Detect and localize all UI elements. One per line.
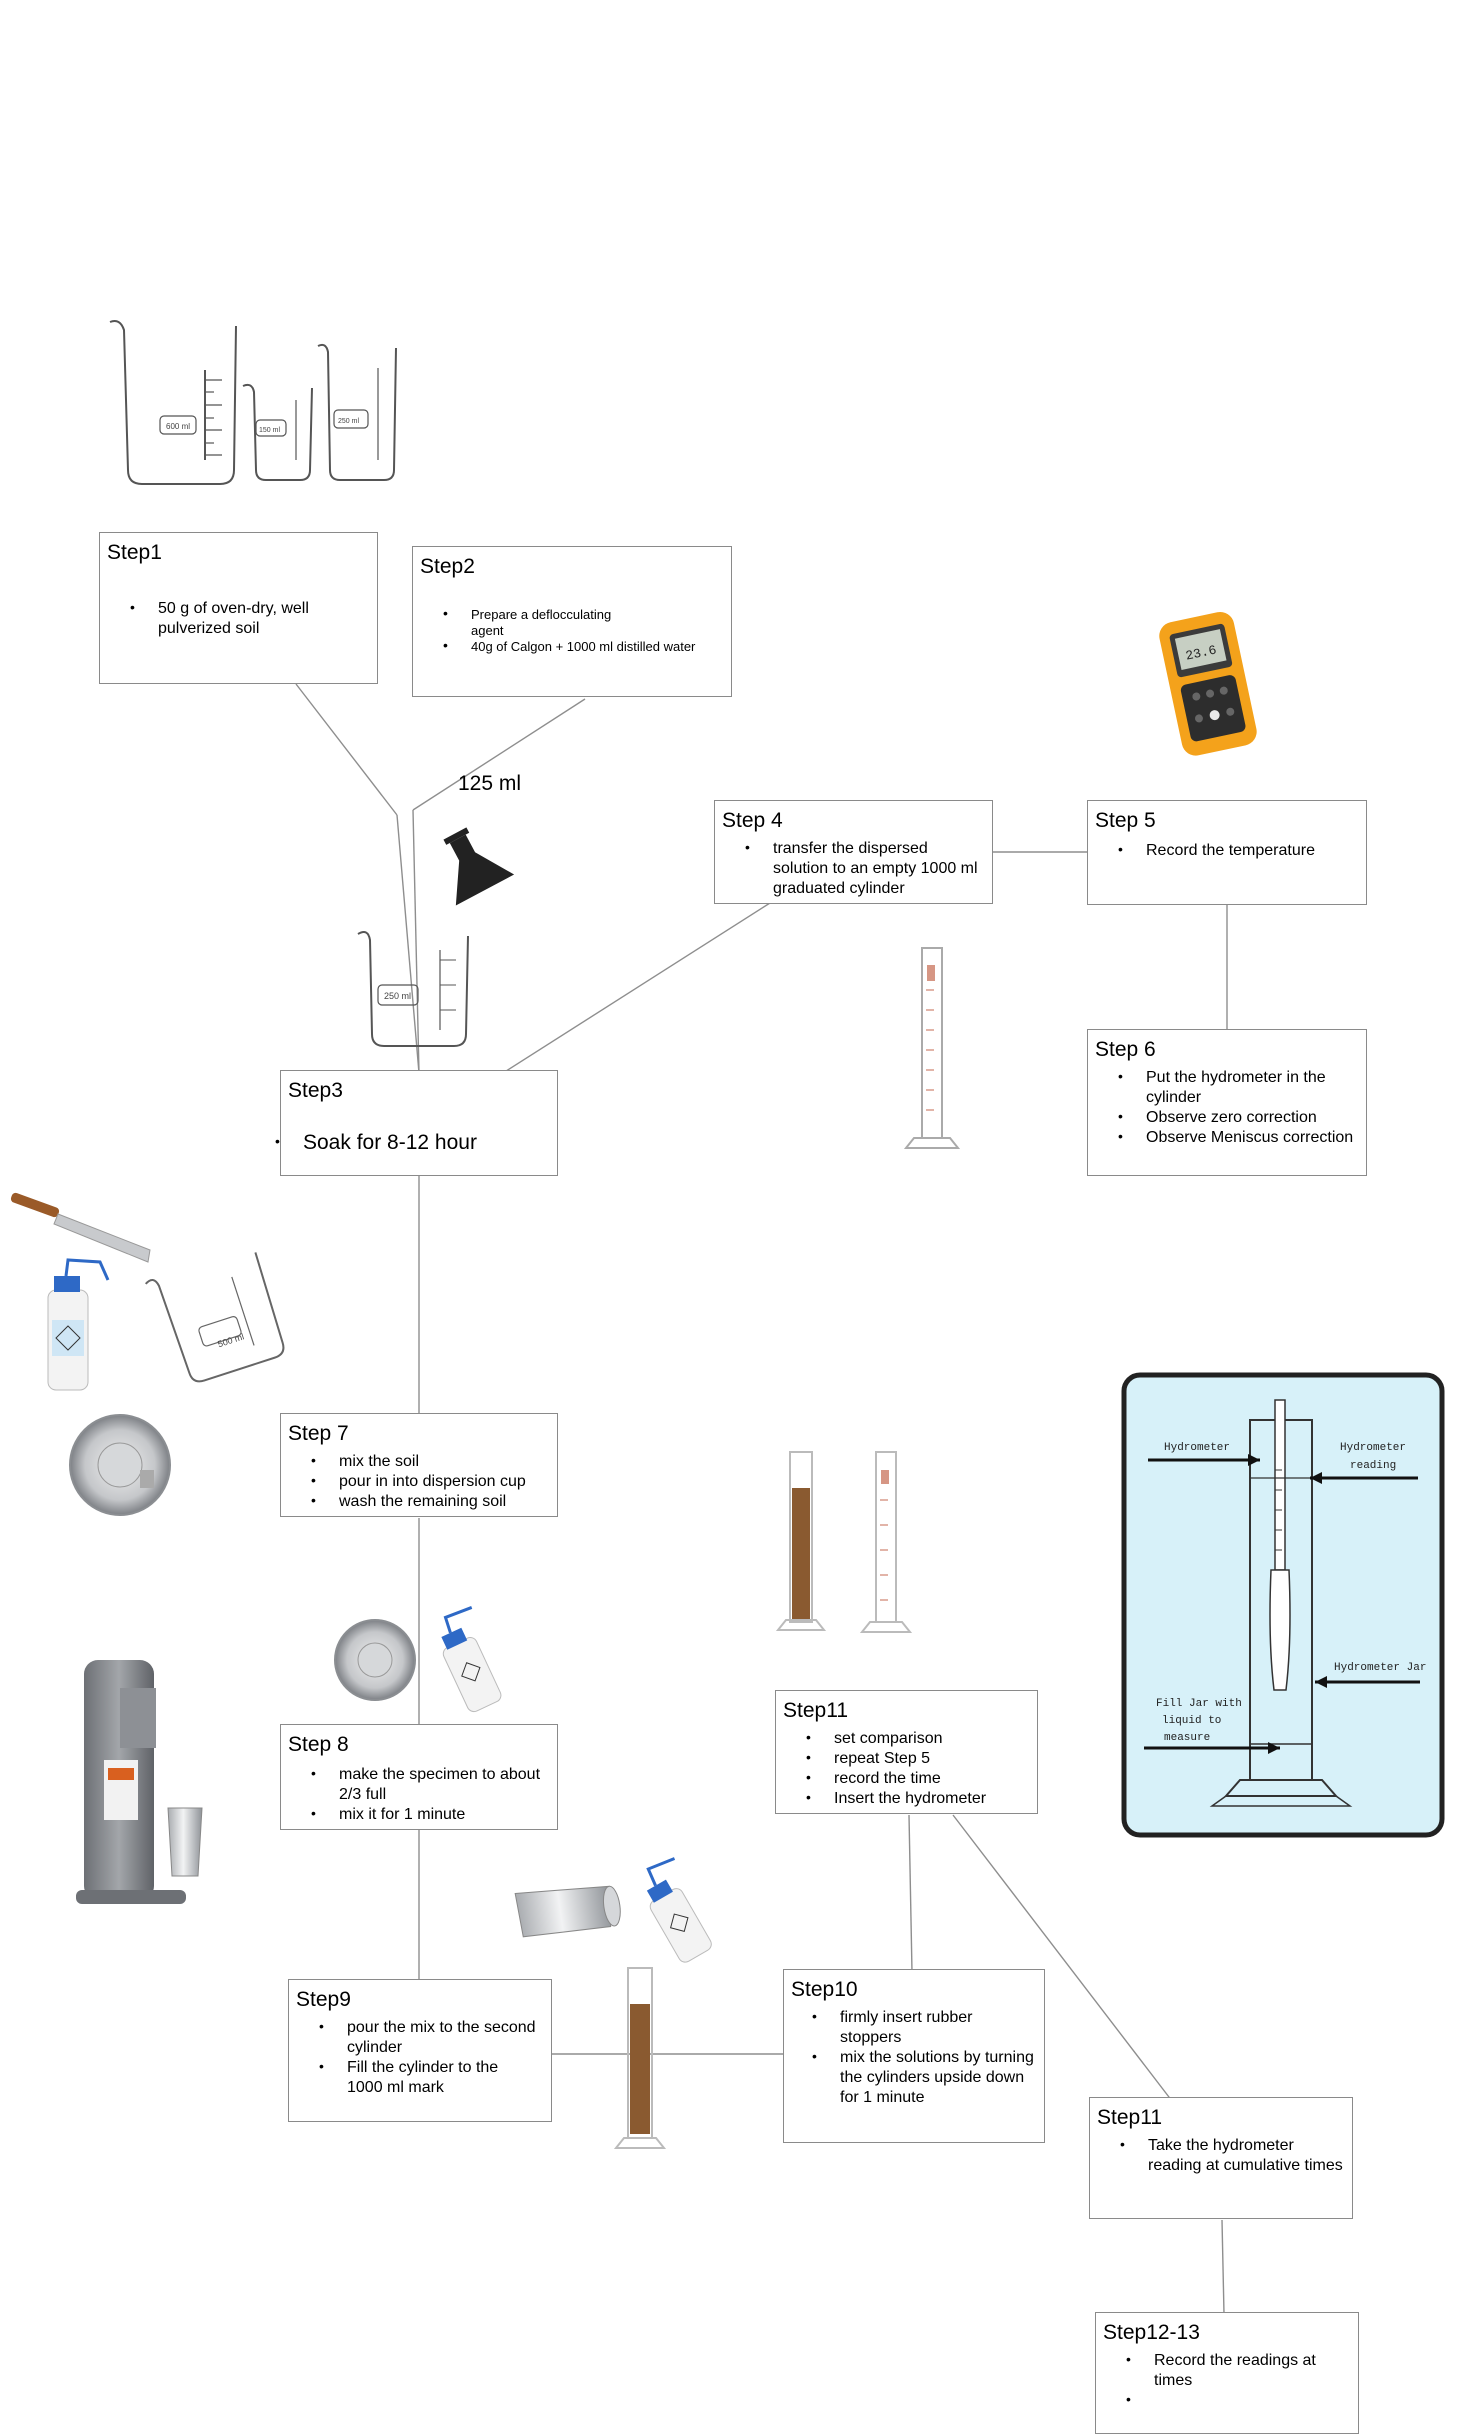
step9-item-2: Fill the cylinder to the 1000 ml mark <box>319 2056 537 2098</box>
svg-text:Hydrometer Jar: Hydrometer Jar <box>1334 1662 1426 1674</box>
step6-box: Step 6 Put the hydrometer in the cylinde… <box>1087 1029 1367 1176</box>
tilted-beaker-icon <box>144 1252 285 1383</box>
step8-item-2: mix it for 1 minute <box>311 1803 549 1825</box>
step5-title: Step 5 <box>1095 809 1156 832</box>
wash-bottle-small-icon <box>441 1606 502 1713</box>
dispersion-cup-icon <box>69 1414 171 1516</box>
step10-box: Step10 firmly insert rubber stoppers mix… <box>783 1969 1045 2143</box>
beaker-250-label: 250 ml <box>338 418 359 425</box>
step3-item-1: Soak for 8-12 hour <box>275 1129 553 1155</box>
step6-item-2: Observe zero correction <box>1118 1106 1356 1128</box>
step7-item-2: pour in into dispersion cup <box>311 1470 549 1492</box>
beaker-500-label: 500 ml <box>216 1331 245 1349</box>
step4-item-1: transfer the dispersed solution to an em… <box>745 837 983 899</box>
step5-box: Step 5 Record the temperature <box>1087 800 1367 905</box>
step8-box: Step 8 make the specimen to about 2/3 fu… <box>280 1724 558 1830</box>
step7-box: Step 7 mix the soil pour in into dispers… <box>280 1413 558 1517</box>
wash-bottle-step10-icon <box>646 1857 712 1963</box>
hydrometer-diagram: Hydrometer Hydrometer reading Hydrometer… <box>1121 1372 1445 1838</box>
step4-box: Step 4 transfer the dispersed solution t… <box>714 800 993 904</box>
step2-title: Step2 <box>420 555 475 578</box>
step2-item-2: 40g of Calgon + 1000 ml distilled water <box>443 637 726 655</box>
step7-item-3: wash the remaining soil <box>311 1490 549 1512</box>
step1-title: Step1 <box>107 541 162 564</box>
step6-title: Step 6 <box>1095 1038 1156 1061</box>
step12-13-item-1: Record the readings at times <box>1126 2349 1350 2391</box>
svg-text:measure: measure <box>1164 1732 1210 1744</box>
digital-thermometer-icon: 23.6 <box>1159 611 1257 756</box>
spatula-icon <box>10 1192 151 1263</box>
graduated-cylinder-icon <box>903 947 961 1149</box>
step2-item-1: Prepare a deflocculating agent <box>443 605 641 639</box>
step3-box: Step3 Soak for 8-12 hour <box>275 1070 558 1176</box>
step10-item-2: mix the solutions by turning the cylinde… <box>812 2046 1036 2108</box>
mixer-icon <box>76 1660 203 1904</box>
wash-bottle-icon <box>47 1258 110 1391</box>
beaker-group <box>109 320 397 485</box>
svg-text:23.6: 23.6 <box>1184 642 1218 663</box>
step9-item-1: pour the mix to the second cylinder <box>319 2016 537 2058</box>
svg-text:Fill Jar with: Fill Jar with <box>1156 1698 1242 1710</box>
step11a-box: Step11 set comparison repeat Step 5 reco… <box>775 1690 1038 1814</box>
step8-title: Step 8 <box>288 1733 349 1756</box>
step12-13-title: Step12-13 <box>1103 2321 1200 2344</box>
beaker-250b-label: 250 ml <box>384 991 411 1001</box>
step11a-item-1: set comparison <box>806 1727 1030 1749</box>
step6-item-3: Observe Meniscus correction <box>1118 1126 1356 1148</box>
beaker-150-label: 150 ml <box>259 427 280 434</box>
svg-text:Hydrometer: Hydrometer <box>1340 1442 1406 1454</box>
connector-lines <box>295 683 1228 2315</box>
step10-item-1: firmly insert rubber stoppers <box>812 2006 1036 2048</box>
step1-box: Step1 50 g of oven-dry, well pulverized … <box>99 532 378 684</box>
step11b-title: Step11 <box>1097 2106 1162 2129</box>
step11a-item-3: record the time <box>806 1767 1030 1789</box>
steel-cup-icon <box>514 1885 621 1938</box>
step5-item-1: Record the temperature <box>1118 839 1356 861</box>
step7-title: Step 7 <box>288 1422 349 1445</box>
soil-cylinder-step9-icon <box>613 1967 667 2149</box>
beaker-600-label: 600 ml <box>166 422 190 431</box>
step3-title: Step3 <box>288 1079 343 1102</box>
dispersion-cup-small-icon <box>334 1619 416 1701</box>
svg-text:reading: reading <box>1350 1460 1396 1472</box>
step11b-box: Step11 Take the hydrometer reading at cu… <box>1089 2097 1353 2219</box>
step10-title: Step10 <box>791 1978 858 2001</box>
svg-text:Hydrometer: Hydrometer <box>1164 1442 1230 1454</box>
step8-item-1: make the specimen to about 2/3 full <box>311 1763 549 1805</box>
soil-cylinder-icon <box>775 1451 827 1631</box>
beaker-250-icon <box>357 931 469 1047</box>
pouring-flask-icon <box>443 827 515 906</box>
volume-125-label: 125 ml <box>458 772 521 795</box>
step12-13-box: Step12-13 Record the readings at times <box>1095 2312 1359 2434</box>
step2-box: Step2 Prepare a deflocculating agent 40g… <box>412 546 732 697</box>
step9-title: Step9 <box>296 1988 351 2011</box>
svg-text:liquid to: liquid to <box>1162 1715 1221 1727</box>
step11b-item-1: Take the hydrometer reading at cumulativ… <box>1120 2134 1344 2176</box>
step7-item-1: mix the soil <box>311 1450 549 1472</box>
step11a-item-2: repeat Step 5 <box>806 1747 1030 1769</box>
step11a-item-4: Insert the hydrometer <box>806 1787 1030 1809</box>
step6-item-1: Put the hydrometer in the cylinder <box>1118 1066 1356 1108</box>
step1-item-1: 50 g of oven-dry, well pulverized soil <box>130 597 358 639</box>
step9-box: Step9 pour the mix to the second cylinde… <box>288 1979 552 2122</box>
step4-title: Step 4 <box>722 809 783 832</box>
empty-cylinder-icon <box>859 1451 913 1633</box>
step11a-title: Step11 <box>783 1699 848 1722</box>
